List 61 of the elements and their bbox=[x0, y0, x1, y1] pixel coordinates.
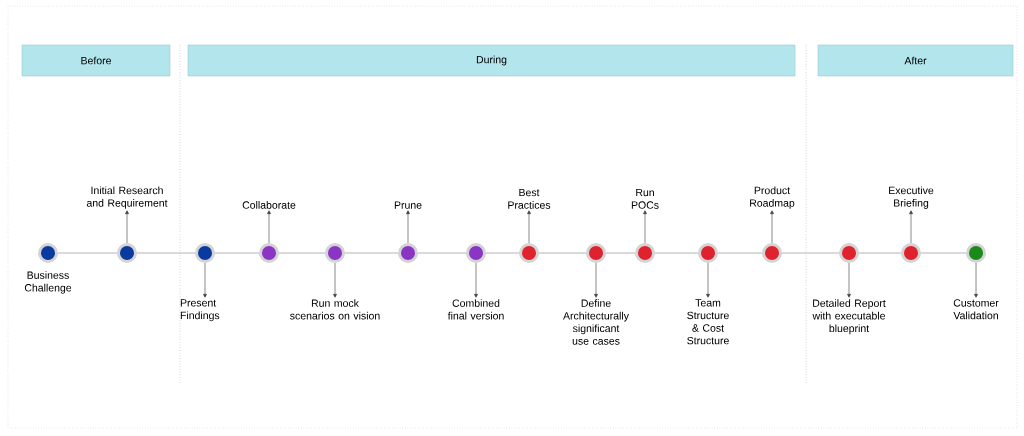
milestone-label: Run POCs bbox=[631, 188, 659, 209]
arrow bbox=[474, 262, 478, 298]
timeline-line bbox=[605, 252, 636, 254]
arrow bbox=[909, 210, 913, 244]
timeline-line bbox=[417, 252, 467, 254]
milestone-label: Best Practices bbox=[508, 188, 551, 209]
milestone-label: Product Roadmap bbox=[750, 186, 795, 209]
milestone-dot bbox=[38, 243, 58, 263]
arrow bbox=[974, 262, 978, 298]
arrow bbox=[406, 210, 410, 244]
arrow bbox=[594, 262, 598, 298]
timeline-line bbox=[57, 252, 118, 254]
timeline-line bbox=[858, 252, 902, 254]
milestone-dot bbox=[519, 243, 539, 263]
arrow bbox=[770, 210, 774, 244]
milestone-label: Run mock scenarios on vision bbox=[290, 299, 380, 320]
milestone-dot bbox=[195, 243, 215, 263]
milestone-dot bbox=[259, 243, 279, 263]
arrow bbox=[203, 262, 207, 298]
milestone-label: Executive Briefing bbox=[889, 186, 934, 209]
phase-band: After bbox=[817, 44, 1014, 77]
timeline-line bbox=[485, 252, 520, 254]
milestone-label: Detailed Report with executable blueprint bbox=[812, 299, 886, 335]
milestone-label: Define Architecturally significant use cases bbox=[563, 299, 629, 345]
milestone-label: Prune bbox=[394, 201, 422, 209]
milestone-label: Collaborate bbox=[242, 201, 296, 209]
milestone-dot bbox=[762, 243, 782, 263]
timeline-line bbox=[717, 252, 763, 254]
timeline-line bbox=[136, 252, 196, 254]
timeline-line bbox=[538, 252, 587, 254]
milestone-label: Present Findings bbox=[180, 299, 220, 322]
phase-band: During bbox=[187, 44, 796, 77]
arrow bbox=[706, 262, 710, 298]
milestone-dot bbox=[698, 243, 718, 263]
timeline-line bbox=[214, 252, 260, 254]
milestone-label: Team Structure & Cost Structure bbox=[687, 299, 729, 345]
arrow bbox=[333, 262, 337, 298]
milestone-label: Combined final version bbox=[447, 299, 504, 320]
milestone-label: Business Challenge bbox=[24, 271, 72, 294]
timeline-line bbox=[278, 252, 326, 254]
milestone-dot bbox=[325, 243, 345, 263]
milestone-label: Initial Research and Requirement bbox=[86, 186, 168, 209]
milestone-dot bbox=[466, 243, 486, 263]
milestone-dot bbox=[966, 243, 986, 263]
timeline-line bbox=[781, 252, 840, 254]
arrow bbox=[643, 210, 647, 244]
milestone-dot bbox=[117, 243, 137, 263]
timeline-line bbox=[920, 252, 967, 254]
timeline-line bbox=[654, 252, 699, 254]
milestone-dot bbox=[839, 243, 859, 263]
timeline-line bbox=[344, 252, 399, 254]
milestone-dot bbox=[398, 243, 418, 263]
arrow bbox=[527, 210, 531, 244]
arrow bbox=[267, 210, 271, 244]
arrow bbox=[847, 262, 851, 298]
milestone-dot bbox=[635, 243, 655, 263]
milestone-label: Customer Validation bbox=[953, 299, 999, 320]
phase-band: Before bbox=[21, 44, 171, 77]
milestone-dot bbox=[586, 243, 606, 263]
milestone-dot bbox=[901, 243, 921, 263]
arrow bbox=[125, 210, 129, 244]
